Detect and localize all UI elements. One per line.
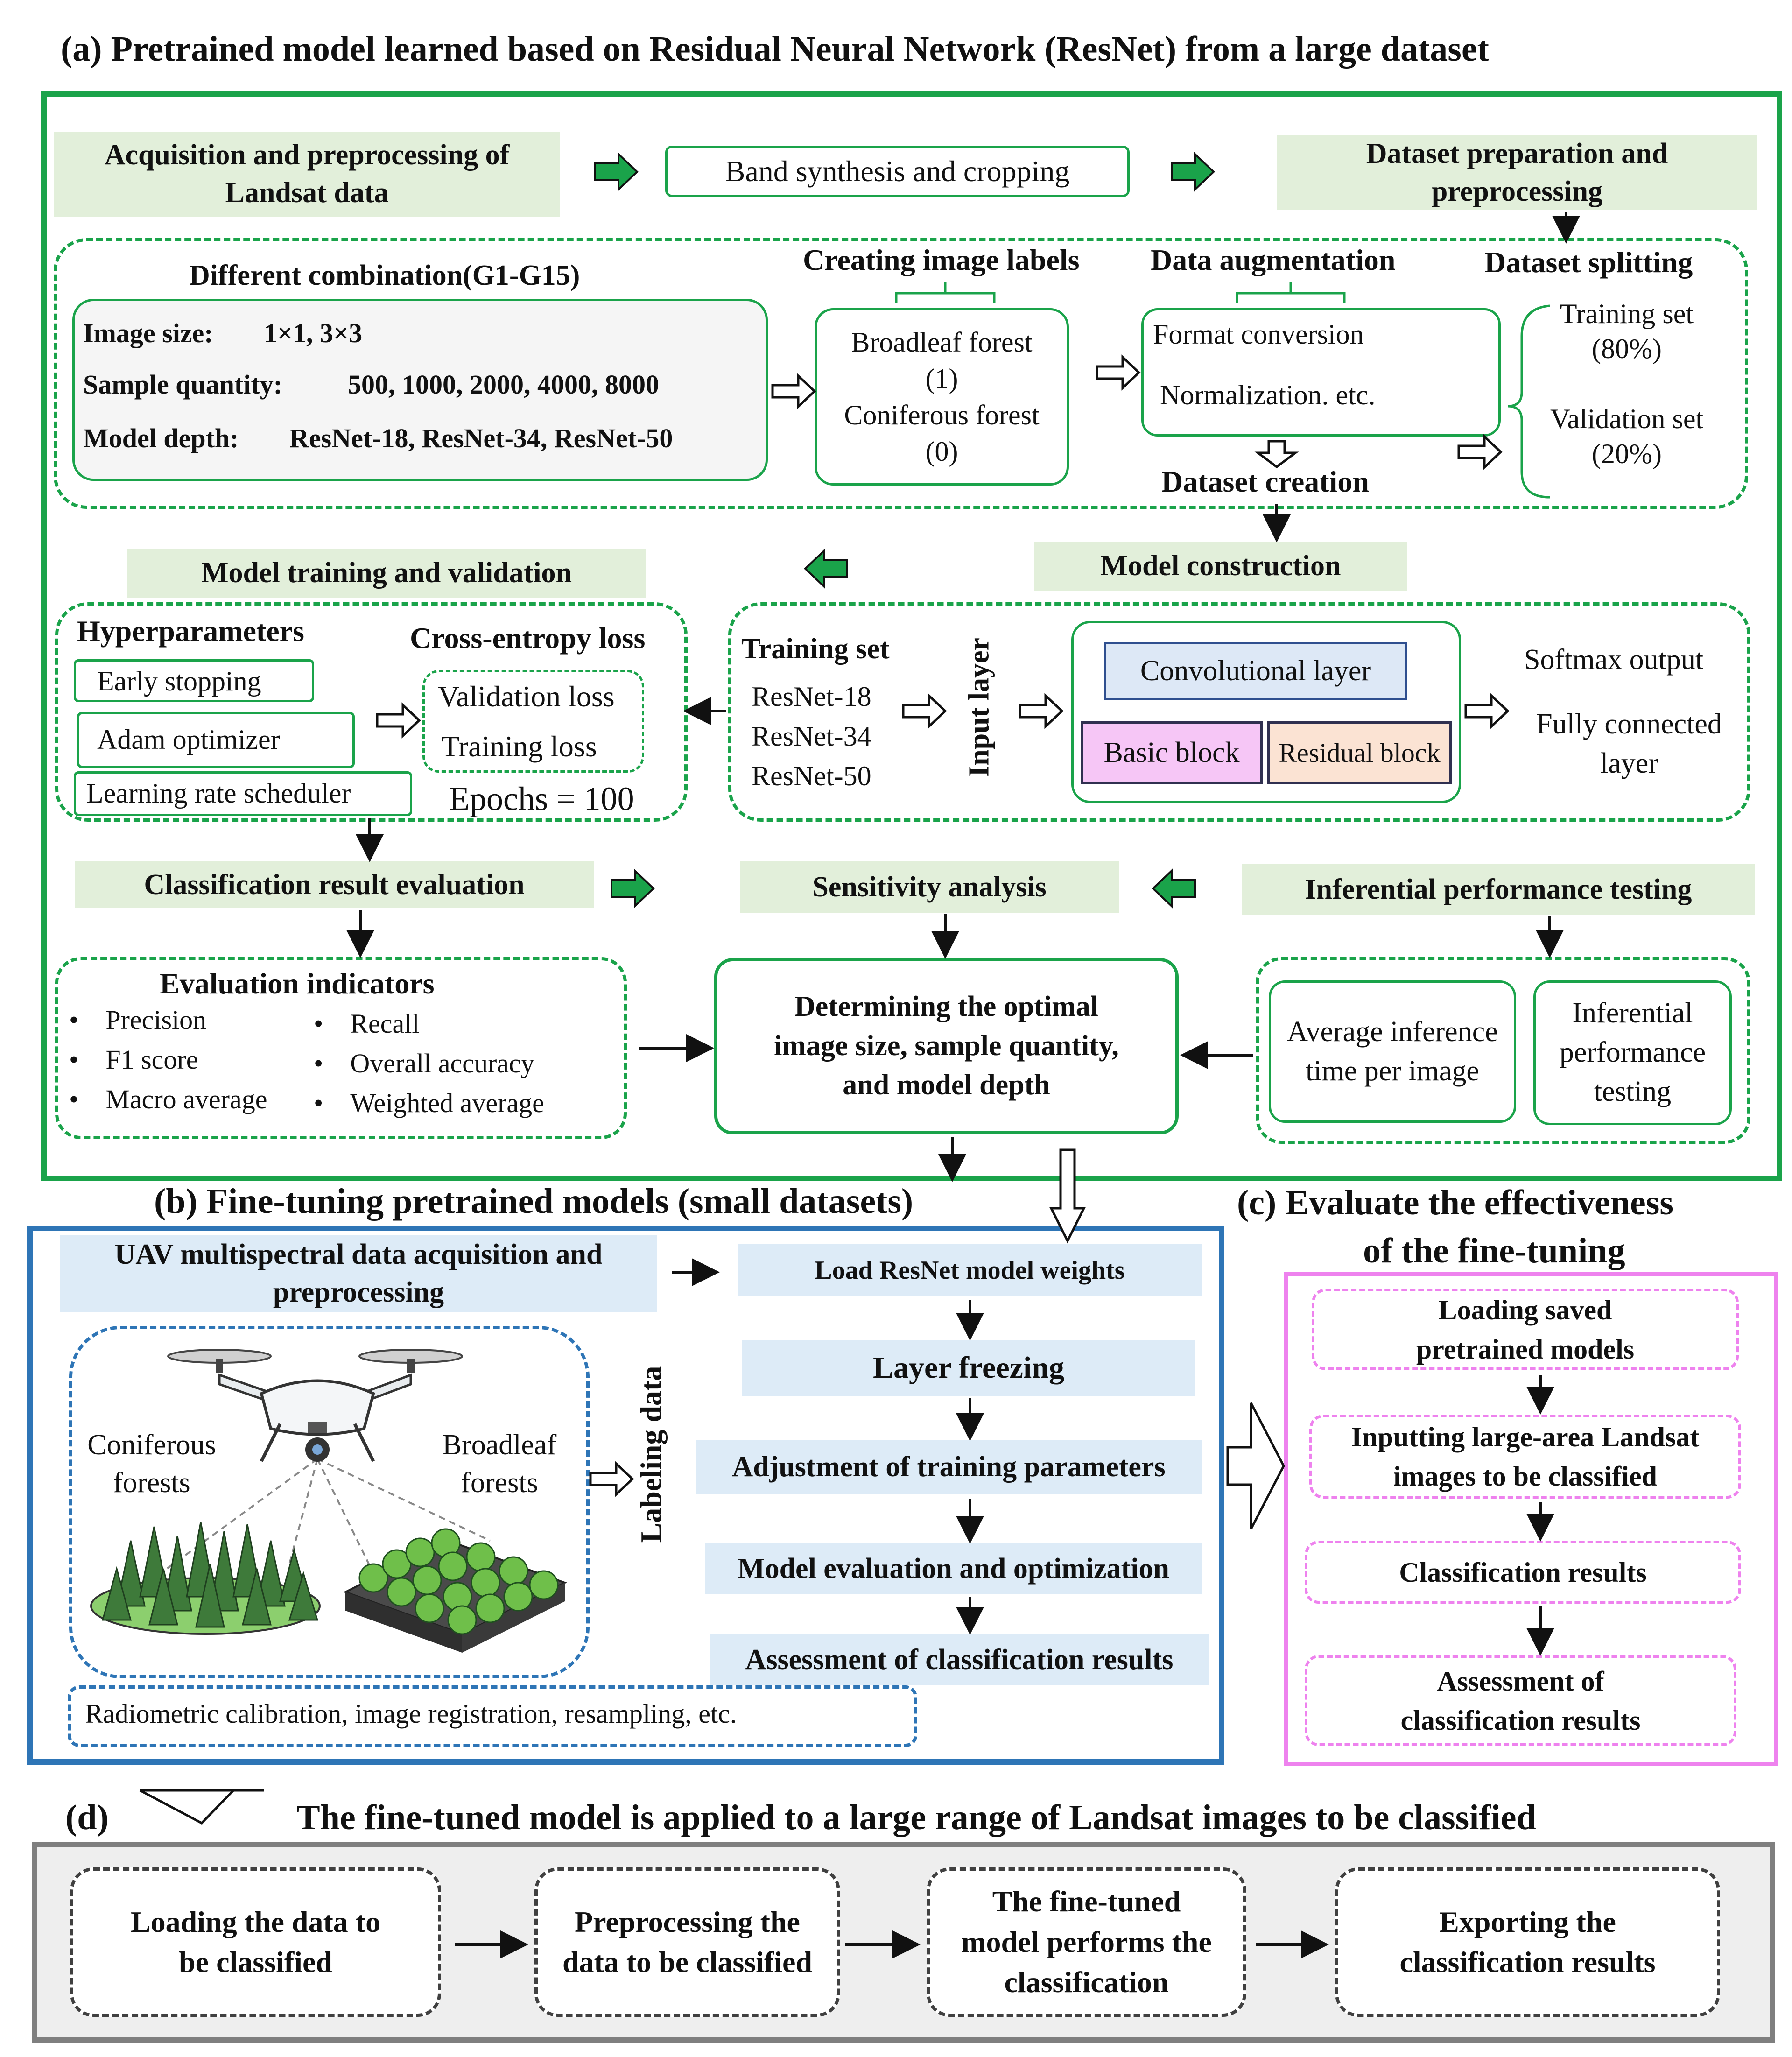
format-conversion: Format conversion <box>1153 319 1364 350</box>
adam-optimizer: Adam optimizer <box>77 712 355 768</box>
construction-region <box>728 602 1750 822</box>
epochs-label: Epochs = 100 <box>449 780 634 817</box>
training-split: Training set(80%) <box>1560 298 1694 364</box>
sample-quantity-value: 500, 1000, 2000, 4000, 8000 <box>348 369 659 400</box>
drone-icon <box>167 1349 463 1462</box>
resnet-34: ResNet-34 <box>752 721 871 752</box>
section-a-title: (a) Pretrained model learned based on Re… <box>61 29 1489 69</box>
model-training-step: Model training and validation <box>127 549 646 598</box>
basic-block: Basic block <box>1081 721 1263 784</box>
model-construction-step: Model construction <box>1034 542 1407 591</box>
section-b-title: (b) Fine-tuning pretrained models (small… <box>154 1182 914 1221</box>
combination-box <box>72 299 768 481</box>
evaluation-indicators-title: Evaluation indicators <box>160 967 435 1000</box>
normalization: Normalization. etc. <box>1160 380 1376 410</box>
classification-results-step: Classification results <box>1305 1541 1741 1604</box>
data-augmentation-title: Data augmentation <box>1151 243 1396 276</box>
training-loss: Training loss <box>441 730 597 763</box>
inference-region <box>1256 957 1750 1144</box>
softmax-output: Softmax output <box>1524 644 1704 676</box>
training-set-label: Training set <box>741 633 890 665</box>
assessment-step: Assessment of classification results <box>710 1634 1209 1685</box>
load-weights-step: Load ResNet model weights <box>738 1244 1202 1296</box>
uav-illustration-region <box>69 1326 590 1678</box>
inferential-testing-step: Inferential performance testing <box>1242 864 1755 915</box>
section-d-title: The fine-tuned model is applied to a lar… <box>296 1798 1536 1837</box>
hyperparameters-title: Hyperparameters <box>77 614 304 648</box>
resnet-block-box <box>1071 621 1461 803</box>
cross-entropy-title: Cross-entropy loss <box>410 621 646 655</box>
validation-loss: Validation loss <box>438 680 615 713</box>
indicators-right: • Recall • Overall accuracy • Weighted a… <box>314 1008 544 1118</box>
section-a-frame <box>41 91 1782 1181</box>
residual-block: Residual block <box>1267 721 1452 784</box>
hollow-arrows <box>139 354 1510 1825</box>
section-c-title: (c) Evaluate the effectiveness of the fi… <box>1237 1183 1673 1270</box>
model-evaluation-step: Model evaluation and optimization <box>705 1543 1202 1594</box>
dataset-splitting-title: Dataset splitting <box>1484 246 1693 279</box>
learning-rate-scheduler: Learning rate scheduler <box>74 771 412 816</box>
sample-quantity-label: Sample quantity: <box>83 369 283 400</box>
dataset-creation-label: Dataset creation <box>1161 465 1369 498</box>
section-b-frame <box>27 1226 1224 1765</box>
resnet-50: ResNet-50 <box>752 761 871 791</box>
sensitivity-analysis-step: Sensitivity analysis <box>740 861 1119 913</box>
early-stopping: Early stopping <box>74 659 314 702</box>
adjust-parameters-step: Adjustment of training parameters <box>696 1440 1202 1494</box>
band-synthesis-box: Band synthesis and cropping <box>665 146 1130 197</box>
indicators-region <box>55 957 627 1139</box>
resnet-18: ResNet-18 <box>752 681 871 712</box>
indicators-left: • Precision • F1 score • Macro average <box>69 1005 267 1114</box>
data-augmentation-box <box>1141 308 1501 437</box>
combination-title: Different combination(G1-G15) <box>189 260 580 291</box>
section-d-label: (d) <box>65 1798 109 1837</box>
radiometric-calibration-box: Radiometric calibration, image registrat… <box>68 1685 917 1747</box>
coniferous-trees-icon <box>102 1522 319 1628</box>
dataset-region <box>54 238 1748 509</box>
image-labels-title: Creating image labels <box>803 243 1080 276</box>
image-size-value: 1×1, 3×3 <box>264 318 363 348</box>
section-c-frame <box>1284 1272 1778 1766</box>
model-depth-label: Model depth: <box>83 423 239 453</box>
image-labels-box: Broadleaf forest (1) Coniferous forest (… <box>815 308 1069 486</box>
broadleaf-trees-icon <box>358 1528 559 1635</box>
layer-freezing-step: Layer freezing <box>742 1340 1195 1396</box>
loss-box <box>422 670 644 773</box>
model-depth-value: ResNet-18, ResNet-34, ResNet-50 <box>289 423 673 453</box>
green-arrows <box>594 152 1215 909</box>
convolutional-layer: Convolutional layer <box>1104 642 1407 700</box>
classification-evaluation-step: Classification result evaluation <box>75 861 594 908</box>
image-size-label: Image size: <box>83 318 213 348</box>
validation-split: Validation set(20%) <box>1550 403 1704 469</box>
